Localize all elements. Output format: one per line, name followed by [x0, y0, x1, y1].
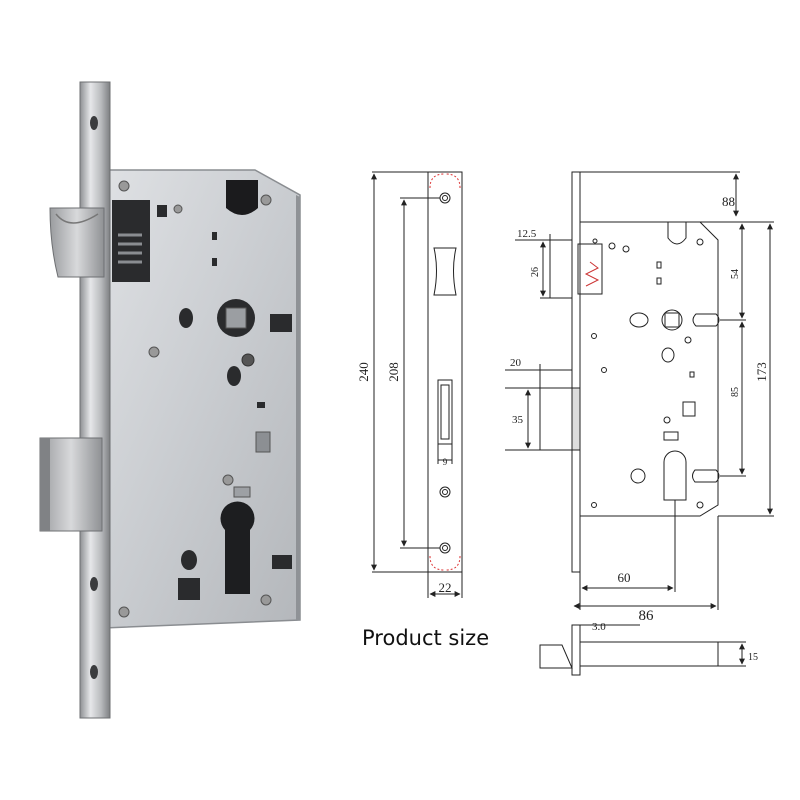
- spring-latch: [49, 207, 105, 278]
- dim-54: 54: [730, 269, 741, 279]
- faceplate: [79, 81, 111, 719]
- dim-173: 173: [754, 362, 769, 382]
- dim-35: 35: [512, 414, 524, 426]
- deadbolt: [39, 437, 103, 532]
- caption-product-size: Product size: [362, 626, 490, 650]
- dim-208: 208: [386, 362, 401, 382]
- dim-9: 9: [443, 457, 448, 467]
- dim-85: 85: [730, 387, 741, 397]
- dim-3-0: 3.0: [592, 621, 606, 633]
- dim-22: 22: [439, 580, 452, 595]
- lock-photo: [39, 81, 301, 719]
- dim-86: 86: [639, 608, 655, 624]
- body-drawing: [505, 171, 774, 610]
- dim-15: 15: [748, 652, 758, 663]
- dimension-labels: 240 208 22 9 88 12.5 26 54 20 35 85 173 …: [356, 194, 769, 663]
- spindle-drawing: [539, 624, 746, 676]
- cylinder-hole: [220, 501, 255, 594]
- dim-20: 20: [510, 357, 522, 369]
- dim-12-5: 12.5: [517, 228, 537, 240]
- dim-88: 88: [722, 194, 735, 209]
- dim-26: 26: [530, 267, 541, 277]
- case-notch: [226, 180, 258, 215]
- faceplate-drawing: [371, 171, 463, 598]
- latch-window: [112, 200, 150, 282]
- dim-240: 240: [356, 362, 371, 382]
- dim-60: 60: [618, 570, 631, 585]
